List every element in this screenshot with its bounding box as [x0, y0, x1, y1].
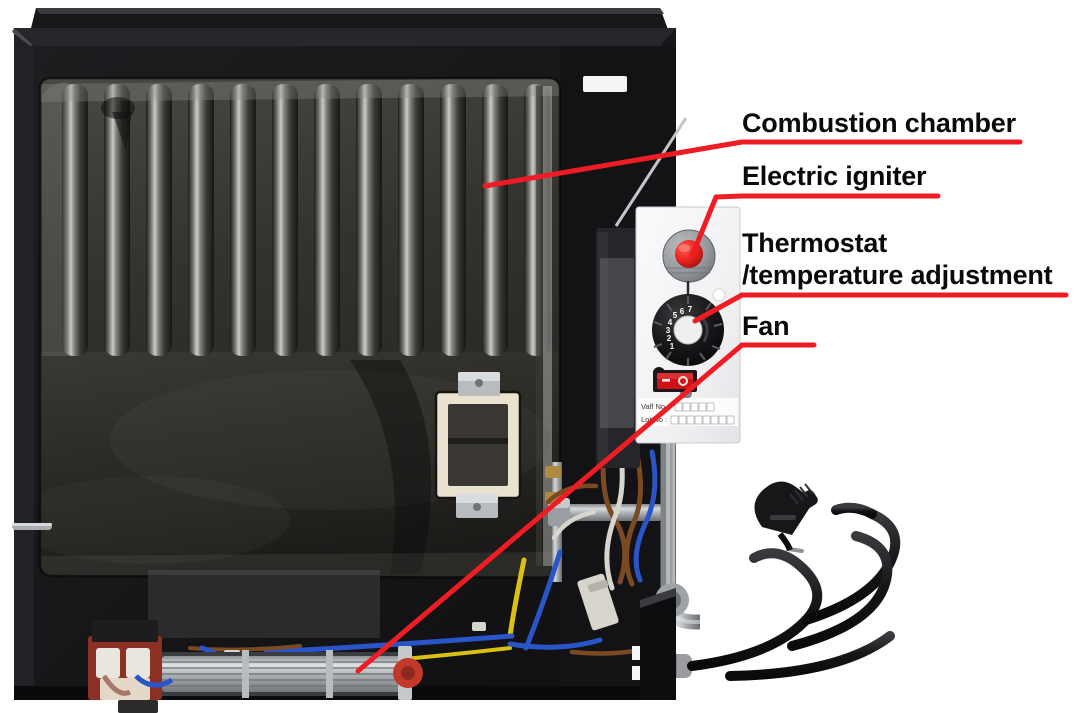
svg-text:2: 2 — [667, 334, 672, 343]
svg-text:3: 3 — [666, 326, 671, 335]
annotation-label-fan: Fan — [742, 311, 790, 341]
svg-text:Valf No :: Valf No : — [641, 402, 669, 411]
annotation-label-electric-igniter: Electric igniter — [742, 161, 927, 191]
burner-viewing-window — [434, 372, 522, 518]
svg-text:6: 6 — [680, 307, 685, 316]
side-white-sticker — [583, 76, 627, 92]
power-rocker-switch[interactable] — [653, 370, 697, 392]
serial-number-plate: Valf No : Lot No : — [638, 398, 738, 426]
svg-text:1: 1 — [670, 342, 675, 351]
schuko-plug — [754, 481, 818, 553]
electric-igniter-button[interactable] — [662, 229, 716, 283]
ignition-transformer — [88, 620, 174, 713]
fan-shroud — [148, 570, 380, 638]
svg-text:5: 5 — [673, 311, 678, 320]
svg-text:7: 7 — [688, 305, 693, 314]
mounting-rod — [12, 523, 52, 530]
svg-text:4: 4 — [668, 318, 673, 327]
power-cord-with-plug — [687, 502, 901, 681]
white-indicator — [712, 288, 726, 302]
tangential-blower-fan — [158, 646, 423, 700]
annotation-label-thermostat: Thermostat /temperature adjustment — [742, 228, 1053, 290]
svg-text:Lot No :: Lot No : — [641, 415, 667, 424]
control-panel: 1 2 3 4 5 6 7 Va — [635, 206, 741, 444]
annotation-label-combustion-chamber: Combustion chamber — [742, 108, 1016, 138]
